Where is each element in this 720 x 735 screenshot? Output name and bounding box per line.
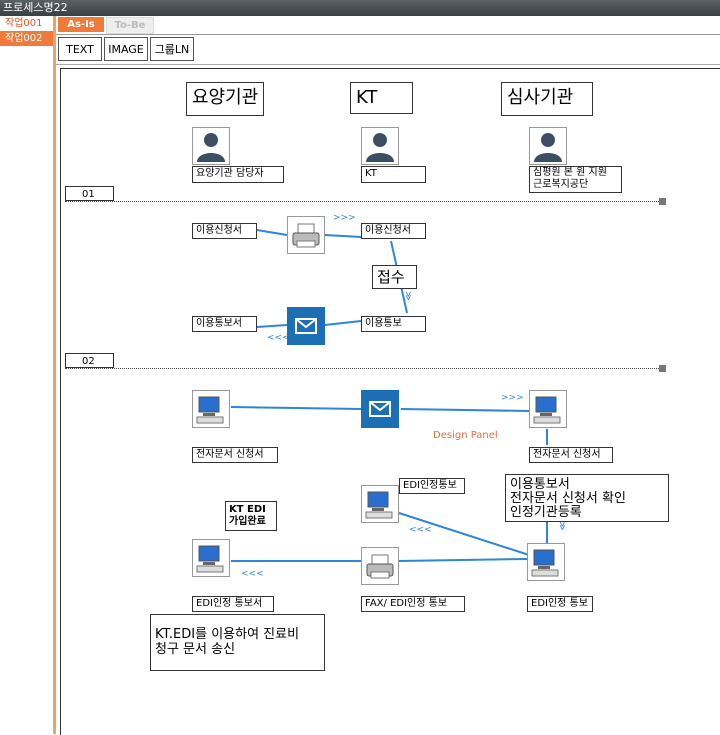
- design-panel-label: Design Panel: [433, 430, 498, 441]
- connector: [256, 324, 288, 328]
- note-line: 청구 문서 송신: [155, 642, 236, 657]
- connector: [398, 512, 530, 556]
- person-icon[interactable]: [192, 127, 230, 165]
- fax-edi-notice[interactable]: FAX/ EDI인정 통보: [361, 596, 465, 612]
- group-button[interactable]: 그룹LN: [150, 37, 194, 61]
- connector-lines: [230, 229, 548, 562]
- tab-as-is[interactable]: As-Is: [58, 17, 104, 32]
- actor-label[interactable]: 심평원 본 원 지원 근로복지공단: [529, 166, 622, 193]
- apply-form-right[interactable]: 이용신청서: [361, 223, 426, 239]
- note-line: 인정기관등록: [510, 505, 582, 520]
- person-icon[interactable]: [529, 127, 567, 165]
- tab-to-be[interactable]: To-Be: [106, 17, 154, 34]
- mail-icon[interactable]: [287, 307, 325, 345]
- computer-icon[interactable]: [527, 543, 565, 581]
- edoc-form-left[interactable]: 전자문서 신청서: [192, 447, 278, 463]
- edi-notice-mid[interactable]: EDI인정통보: [399, 478, 465, 494]
- connector: [400, 408, 530, 412]
- flow-arrow: >>>: [501, 393, 524, 403]
- printer-icon[interactable]: [287, 216, 325, 254]
- actor-label-line: 근로복지공단: [533, 179, 589, 190]
- kt-edi-join-box[interactable]: KT EDI 가입완료: [225, 501, 277, 531]
- divider-handle[interactable]: [659, 365, 666, 372]
- apply-form-left[interactable]: 이용신청서: [192, 223, 257, 239]
- lane-header-care-institution[interactable]: 요양기관: [186, 82, 264, 116]
- edi-notice-right[interactable]: EDI인정 통보: [527, 596, 593, 612]
- person-icon[interactable]: [361, 127, 399, 165]
- computer-icon[interactable]: [192, 539, 230, 577]
- connector: [398, 558, 528, 562]
- computer-icon[interactable]: [192, 390, 230, 428]
- note-line: 이용통보서: [510, 477, 570, 492]
- actor-label[interactable]: KT: [361, 166, 426, 183]
- sidebar-item-task002[interactable]: 작업002: [0, 31, 53, 46]
- connector: [324, 234, 362, 238]
- divider-handle[interactable]: [659, 198, 666, 205]
- section-02-label[interactable]: 02: [65, 353, 114, 368]
- kt-edi-line: KT EDI: [229, 504, 266, 515]
- image-button[interactable]: IMAGE: [104, 37, 148, 61]
- note-claim-send[interactable]: KT.EDI를 이용하여 진료비 청구 문서 송신: [150, 614, 325, 671]
- edoc-form-right[interactable]: 전자문서 신청서: [529, 447, 613, 463]
- text-button[interactable]: TEXT: [58, 37, 102, 61]
- printer-icon[interactable]: [361, 547, 399, 585]
- window-title: 프로세스명22: [0, 0, 720, 16]
- mail-icon[interactable]: [361, 390, 399, 428]
- connector: [230, 406, 362, 410]
- actor-label[interactable]: 요양기관 담당자: [192, 166, 284, 183]
- sidebar: 작업001 작업002: [0, 16, 56, 734]
- flow-arrow: >>>: [333, 213, 356, 223]
- note-line: KT.EDI를 이용하여 진료비: [155, 627, 300, 642]
- lane-header-review-agency[interactable]: 심사기관: [501, 82, 593, 116]
- section-01-label[interactable]: 01: [65, 186, 114, 201]
- flow-arrow: <<<: [409, 525, 432, 535]
- tab-bar: As-Is To-Be: [56, 16, 720, 35]
- note-registration[interactable]: 이용통보서 전자문서 신청서 확인 인정기관등록: [505, 474, 669, 522]
- computer-icon[interactable]: [361, 485, 399, 523]
- notice-form-left[interactable]: 이용통보서: [192, 316, 257, 332]
- actor-label-line: 심평원 본 원 지원: [533, 167, 607, 178]
- toolbar: TEXT IMAGE 그룹LN: [56, 35, 720, 65]
- connector: [324, 320, 362, 326]
- computer-icon[interactable]: [529, 390, 567, 428]
- design-canvas[interactable]: 요양기관 KT 심사기관 요양기관 담당자 KT 심평원 본 원 지원 근로복지…: [60, 68, 720, 735]
- flow-arrow: <<<: [241, 569, 264, 579]
- note-line: 전자문서 신청서 확인: [510, 491, 626, 506]
- flow-arrow: <<<: [267, 333, 290, 343]
- section-divider: [65, 368, 659, 369]
- flow-arrow: ≫: [556, 521, 567, 531]
- connector: [256, 229, 288, 236]
- edi-notice-left[interactable]: EDI인정 통보서: [192, 596, 274, 612]
- receipt-box[interactable]: 접수: [372, 265, 417, 289]
- flow-arrow: ≫: [402, 291, 413, 301]
- section-divider: [65, 201, 659, 202]
- notice-form-right[interactable]: 이용통보: [361, 316, 426, 332]
- lane-header-kt[interactable]: KT: [350, 82, 413, 114]
- kt-edi-line: 가입완료: [229, 516, 266, 527]
- sidebar-item-task001[interactable]: 작업001: [5, 18, 43, 29]
